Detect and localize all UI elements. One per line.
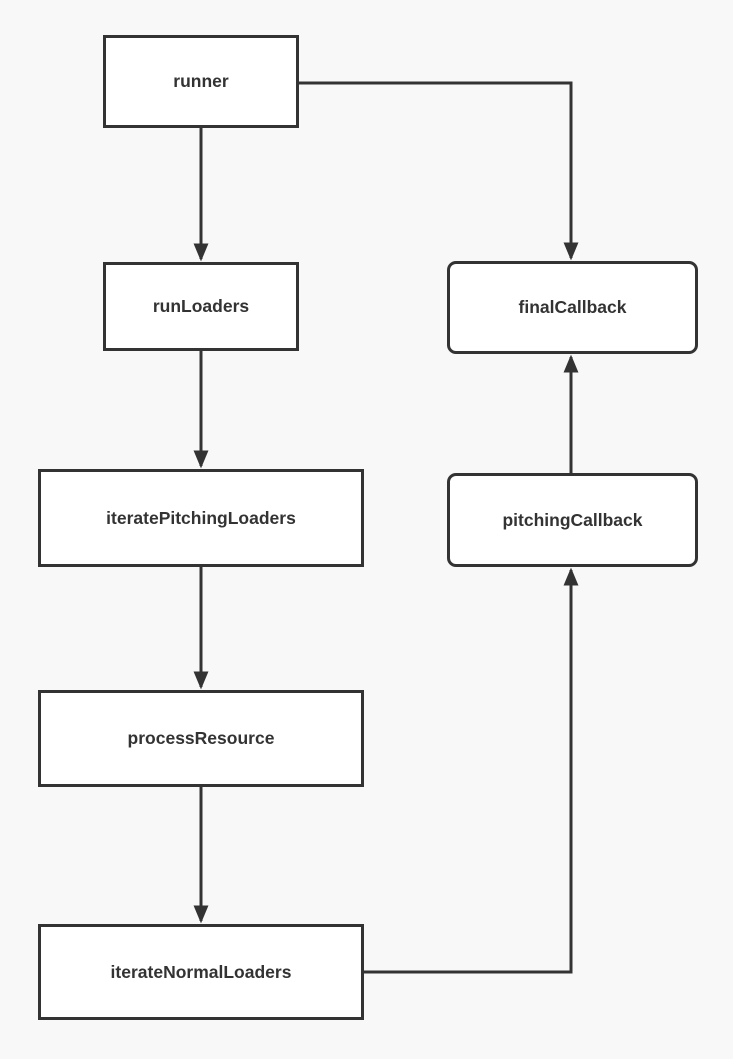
- node-iterateNormalLoaders-label: iterateNormalLoaders: [110, 961, 292, 982]
- edge-runner-finalCallback: [299, 81, 579, 261]
- node-runner-label: runner: [173, 71, 229, 91]
- node-runLoaders: runLoaders: [103, 262, 299, 351]
- node-iterateNormalLoaders: iterateNormalLoaders: [38, 924, 364, 1020]
- node-processResource-label: processResource: [127, 728, 275, 748]
- edge-iterateNormalLoaders-pitchingCallback: [364, 567, 579, 974]
- node-runner: runner: [103, 35, 299, 128]
- node-runLoaders-label: runLoaders: [152, 296, 250, 316]
- node-pitchingCallback-label: pitchingCallback: [502, 509, 643, 530]
- node-iteratePitchingLoaders: iteratePitchingLoaders: [38, 469, 364, 567]
- node-processResource: processResource: [38, 690, 364, 787]
- node-iteratePitchingLoaders-label: iteratePitchingLoaders: [106, 507, 296, 528]
- node-finalCallback: finalCallback: [447, 261, 698, 354]
- node-finalCallback-label: finalCallback: [518, 297, 627, 317]
- node-pitchingCallback: pitchingCallback: [447, 473, 698, 567]
